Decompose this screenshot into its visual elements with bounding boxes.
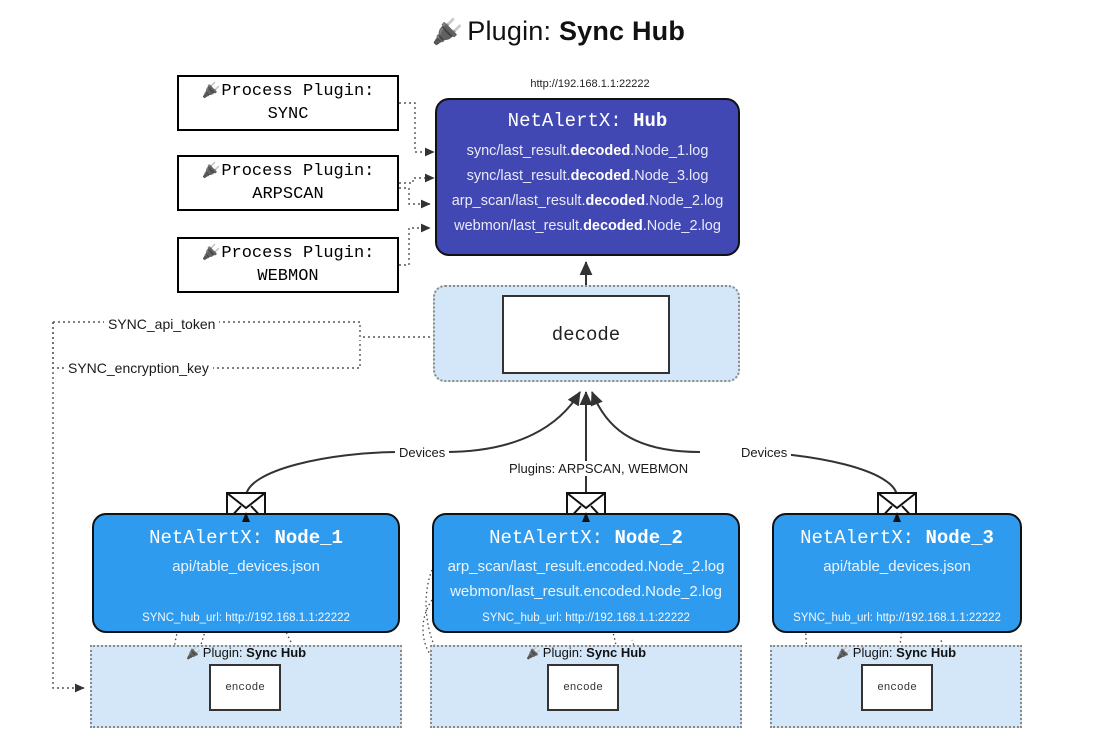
- page-title-prefix: Plugin:: [467, 16, 552, 46]
- node-title: NetAlertX: Node_1: [94, 527, 398, 549]
- hub-log-pre: webmon/last_result.: [454, 217, 584, 234]
- process-plugin-name: ARPSCAN: [252, 184, 324, 204]
- plug-icon: 🔌: [201, 242, 221, 261]
- edge-label-devices-right: Devices: [737, 445, 792, 460]
- encode-box-node-3[interactable]: encode: [861, 664, 933, 711]
- plug-icon: 🔌: [431, 18, 464, 46]
- node-footer: SYNC_hub_url: http://192.168.1.1:22222: [482, 612, 690, 624]
- page-title: 🔌Plugin: Sync Hub: [0, 16, 1117, 47]
- hub-log-line: arp_scan/last_result.decoded.Node_2.log: [437, 189, 738, 214]
- process-plugin-box-arpscan[interactable]: 🔌Process Plugin: ARPSCAN: [177, 155, 399, 211]
- hub-log-post: .Node_2.log: [642, 217, 721, 234]
- hub-log-bold: decoded: [583, 217, 643, 234]
- hub-log-line: sync/last_result.decoded.Node_3.log: [437, 164, 738, 189]
- node-title: NetAlertX: Node_3: [774, 527, 1020, 549]
- plugin-label-prefix: Plugin:: [542, 645, 583, 660]
- plug-icon: 🔌: [185, 646, 201, 660]
- process-plugin-label: Process Plugin:: [221, 161, 375, 181]
- plug-icon: 🔌: [201, 80, 221, 99]
- node-title-prefix: NetAlertX:: [149, 527, 264, 549]
- config-label-encryption-key: SYNC_encryption_key: [64, 360, 213, 376]
- node-box-node-2[interactable]: NetAlertX: Node_2 arp_scan/last_result.e…: [432, 513, 740, 633]
- node-title-prefix: NetAlertX:: [800, 527, 915, 549]
- node-title-prefix: NetAlertX:: [489, 527, 604, 549]
- hub-log-pre: sync/last_result.: [466, 167, 571, 184]
- process-plugin-label: Process Plugin:: [221, 81, 375, 101]
- plug-icon: 🔌: [525, 646, 541, 660]
- node-footer: SYNC_hub_url: http://192.168.1.1:22222: [142, 612, 350, 624]
- plugin-label-name: Sync Hub: [246, 645, 307, 660]
- node-title-name: Node_1: [274, 527, 343, 549]
- hub-url: http://192.168.1.1:22222: [530, 78, 650, 90]
- hub-log-bold: decoded: [570, 143, 631, 159]
- plugin-container-label: 🔌Plugin: Sync Hub: [430, 645, 742, 660]
- decode-box[interactable]: decode: [502, 295, 670, 374]
- plug-icon: 🔌: [201, 160, 221, 179]
- hub-log-post: .Node_1.log: [630, 143, 709, 159]
- node-title-name: Node_2: [614, 527, 683, 549]
- process-plugin-name: WEBMON: [257, 266, 319, 286]
- hub-log-pre: arp_scan/last_result.: [451, 192, 586, 209]
- edge-label-plugins: Plugins: ARPSCAN, WEBMON: [505, 461, 693, 476]
- node-box-node-3[interactable]: NetAlertX: Node_3 api/table_devices.json…: [772, 513, 1022, 633]
- edge-label-devices-left: Devices: [395, 445, 450, 460]
- hub-title-name: Hub: [633, 110, 668, 132]
- node-line: api/table_devices.json: [823, 558, 971, 575]
- hub-log-post: .Node_2.log: [645, 192, 724, 209]
- encode-box-node-1[interactable]: encode: [209, 664, 281, 711]
- node-title: NetAlertX: Node_2: [434, 527, 738, 549]
- node-line: api/table_devices.json: [172, 558, 320, 575]
- config-label-api-token: SYNC_api_token: [104, 316, 220, 332]
- hub-log-pre: sync/last_result.: [466, 143, 571, 159]
- plugin-label-prefix: Plugin:: [852, 645, 893, 660]
- process-plugin-name: SYNC: [267, 104, 309, 124]
- plugin-container-label: 🔌Plugin: Sync Hub: [90, 645, 402, 660]
- hub-box[interactable]: NetAlertX: Hub sync/last_result.decoded.…: [435, 98, 740, 256]
- node-title-name: Node_3: [925, 527, 994, 549]
- plugin-container-label: 🔌Plugin: Sync Hub: [770, 645, 1022, 660]
- node-footer: SYNC_hub_url: http://192.168.1.1:22222: [793, 612, 1001, 624]
- hub-log-line: webmon/last_result.decoded.Node_2.log: [437, 214, 738, 239]
- hub-log-post: .Node_3.log: [630, 167, 709, 184]
- plugin-label-name: Sync Hub: [896, 645, 957, 660]
- encode-box-node-2[interactable]: encode: [547, 664, 619, 711]
- hub-log-bold: decoded: [570, 167, 631, 184]
- hub-title-prefix: NetAlertX:: [507, 110, 622, 132]
- node-line: arp_scan/last_result.encoded.Node_2.log: [447, 558, 725, 575]
- plugin-label-name: Sync Hub: [586, 645, 647, 660]
- node-box-node-1[interactable]: NetAlertX: Node_1 api/table_devices.json…: [92, 513, 400, 633]
- node-line: webmon/last_result.encoded.Node_2.log: [450, 583, 722, 601]
- process-plugin-label: Process Plugin:: [221, 243, 375, 263]
- process-plugin-box-webmon[interactable]: 🔌Process Plugin: WEBMON: [177, 237, 399, 293]
- plugin-label-prefix: Plugin:: [202, 645, 243, 660]
- page-title-name: Sync Hub: [558, 16, 686, 46]
- hub-log-line: sync/last_result.decoded.Node_1.log: [437, 139, 738, 164]
- hub-log-bold: decoded: [585, 192, 646, 209]
- plug-icon: 🔌: [835, 646, 851, 660]
- process-plugin-box-sync[interactable]: 🔌Process Plugin: SYNC: [177, 75, 399, 131]
- hub-title: NetAlertX: Hub: [437, 110, 738, 132]
